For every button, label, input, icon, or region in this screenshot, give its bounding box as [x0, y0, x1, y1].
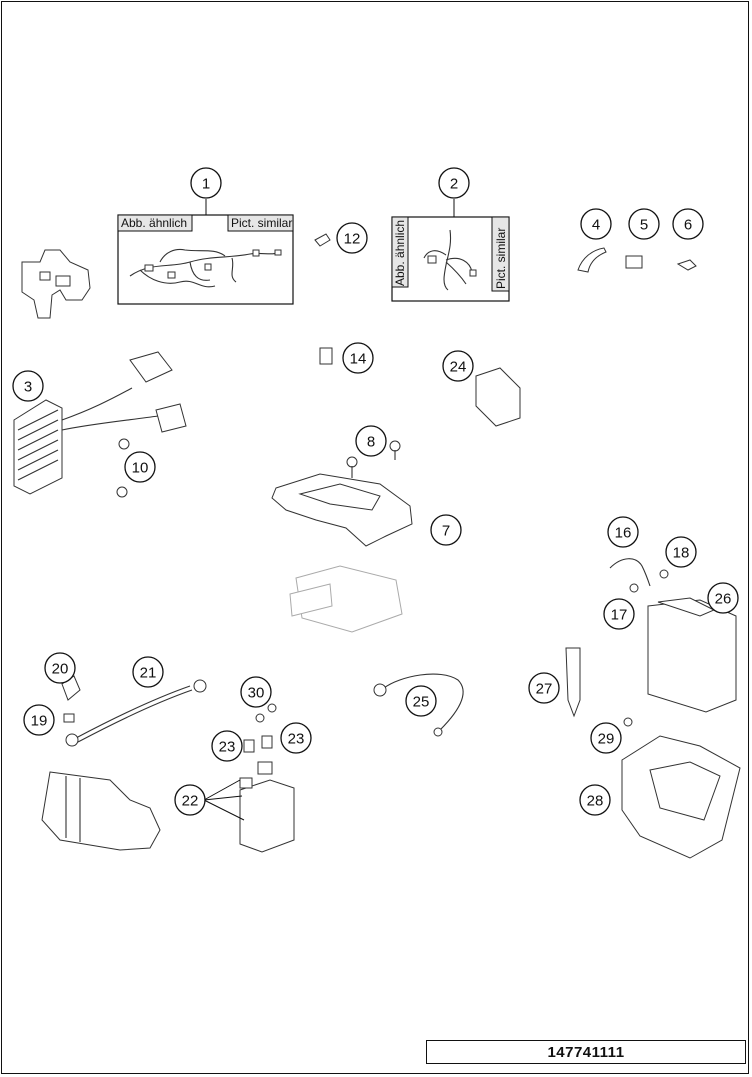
callout-19: 19	[23, 704, 55, 736]
callout-16: 16	[607, 516, 639, 548]
screws	[116, 438, 401, 498]
svg-text:10: 10	[132, 460, 149, 477]
svg-text:23: 23	[288, 731, 305, 748]
callout-29: 29	[590, 722, 622, 754]
callout-23-left: 23	[211, 730, 243, 762]
callout-1: 1	[190, 167, 222, 199]
svg-text:25: 25	[413, 694, 430, 711]
svg-text:26: 26	[715, 591, 732, 608]
svg-text:21: 21	[140, 665, 157, 682]
callout-18: 18	[665, 536, 697, 568]
svg-text:30: 30	[248, 685, 265, 702]
callout-8: 8	[355, 425, 387, 457]
callout-5: 5	[628, 208, 660, 240]
harness-picture-box: Abb. ähnlich Pict. similar	[117, 199, 294, 305]
callout-23-right: 23	[280, 722, 312, 754]
battery-strap	[565, 647, 581, 718]
callout-4: 4	[580, 208, 612, 240]
callout-17: 17	[603, 598, 635, 630]
tag-abb-ahnlich-2: Abb. ähnlich	[393, 220, 407, 286]
svg-text:29: 29	[598, 731, 615, 748]
svg-text:5: 5	[640, 217, 648, 234]
svg-text:28: 28	[587, 793, 604, 810]
ecu-bracket	[271, 473, 413, 547]
svg-text:6: 6	[684, 217, 692, 234]
tag-abb-ahnlich-1: Abb. ähnlich	[121, 216, 187, 230]
svg-text:12: 12	[344, 231, 361, 248]
fuse-box	[203, 703, 295, 853]
svg-text:4: 4	[592, 217, 600, 234]
callout-6: 6	[672, 208, 704, 240]
svg-text:1: 1	[202, 176, 210, 193]
callout-21: 21	[132, 656, 164, 688]
positive-cable	[373, 673, 464, 737]
callout-25: 25	[405, 685, 437, 717]
tag-pict-similar-1: Pict. similar	[231, 216, 292, 230]
svg-text:8: 8	[367, 434, 375, 451]
svg-text:16: 16	[615, 525, 632, 542]
svg-text:19: 19	[31, 713, 48, 730]
tag-pict-similar-2: Pict. similar	[494, 228, 508, 289]
svg-text:23: 23	[219, 739, 236, 756]
callout-26: 26	[707, 582, 739, 614]
callout-27: 27	[528, 672, 560, 704]
svg-text:22: 22	[182, 793, 199, 810]
svg-text:3: 3	[24, 379, 32, 396]
battery-holder	[621, 717, 741, 859]
ecu-unit	[289, 565, 403, 633]
voltage-regulator	[13, 351, 187, 495]
svg-text:17: 17	[611, 607, 628, 624]
svg-text:24: 24	[450, 359, 467, 376]
callout-14: 14	[342, 342, 374, 374]
svg-text:20: 20	[52, 661, 69, 678]
starter-motor	[41, 771, 161, 851]
callout-22: 22	[174, 784, 206, 816]
callout-24: 24	[442, 350, 474, 382]
mounting-bracket	[21, 249, 91, 319]
callout-10: 10	[124, 451, 156, 483]
callout-2: 2	[438, 167, 470, 199]
battery	[647, 597, 737, 713]
callout-28: 28	[579, 784, 611, 816]
svg-text:27: 27	[536, 681, 553, 698]
callout-12: 12	[336, 222, 368, 254]
starter-cable	[61, 675, 207, 747]
svg-text:2: 2	[450, 176, 458, 193]
callout-20: 20	[44, 652, 76, 684]
relay	[475, 367, 521, 427]
svg-text:7: 7	[442, 523, 450, 540]
small-parts-top	[314, 233, 697, 365]
document-number: 147741111	[426, 1040, 746, 1064]
ground-cable	[609, 558, 669, 593]
svg-text:18: 18	[673, 545, 690, 562]
callout-3: 3	[12, 370, 44, 402]
cable-picture-box: Abb. ähnlich Pict. similar	[391, 199, 510, 302]
callout-7: 7	[430, 514, 462, 546]
svg-text:14: 14	[350, 351, 367, 368]
callout-30: 30	[240, 676, 272, 708]
